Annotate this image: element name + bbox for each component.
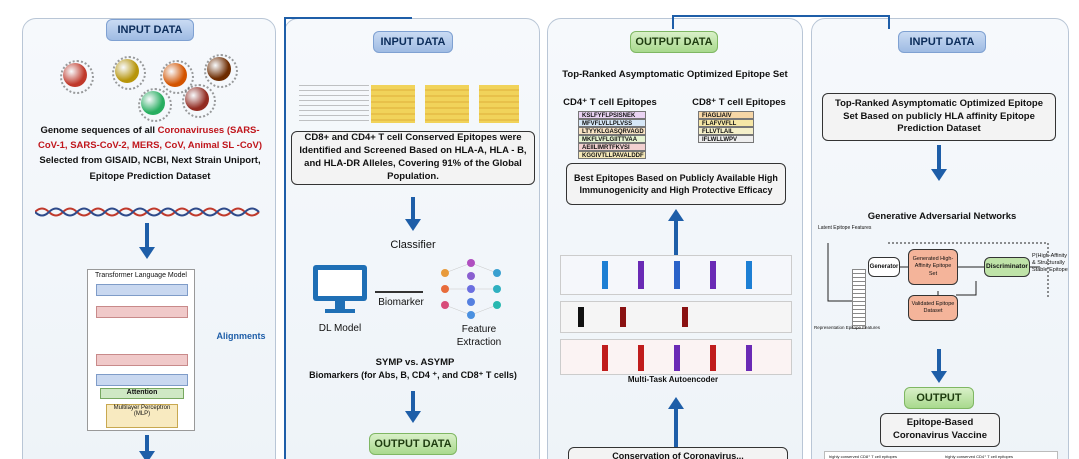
embedding-layer xyxy=(96,284,188,296)
transformer-title: Transformer Language Model xyxy=(95,272,187,279)
autoencoder-diagram xyxy=(560,255,792,377)
down-arrow xyxy=(931,349,947,383)
cd8-label: CD8⁺ T cell Epitopes xyxy=(692,97,786,108)
biomarker-label: Biomarker xyxy=(378,297,424,308)
alignments-label: Alignments xyxy=(216,331,266,341)
panel-input-genomes: INPUT DATA Genome sequences of all Coron… xyxy=(22,18,276,459)
genome-red: Coronaviruses xyxy=(157,125,225,136)
classifier-label: Classifier xyxy=(390,239,436,251)
connector-line xyxy=(672,15,674,29)
hidden-layer xyxy=(96,306,188,318)
autoencoder-label: Multi-Task Autoencoder xyxy=(627,375,719,384)
footer-right: highly conserved CD4⁺ T cell epitopes xyxy=(945,454,1013,459)
epitope-set-title: Top-Ranked Asymptomatic Optimized Epitop… xyxy=(562,69,788,80)
vaccine-box: Epitope-Based Coronavirus Vaccine xyxy=(880,413,1000,447)
feature-extraction-label: Feature Extraction xyxy=(456,324,502,348)
virus-cluster xyxy=(53,54,243,122)
generated-epitope-box: Generated High-Affinity Epitope Set xyxy=(908,249,958,285)
cd8-epitope: FLLVTLAIL xyxy=(698,127,754,135)
generator-box: Generator xyxy=(868,257,900,277)
dna-strand-icon xyxy=(35,207,260,217)
panel-conserved-epitopes: INPUT DATA CD8+ and CD4+ T cell Conserve… xyxy=(284,18,540,459)
output-data-pill: OUTPUT DATA xyxy=(369,433,457,455)
output-pill: OUTPUT xyxy=(904,387,974,409)
input-data-pill: INPUT DATA xyxy=(106,19,194,41)
genome-red-list: (SARS-CoV-1, SARS-CoV-2, MERS, CoV, Anim… xyxy=(38,125,262,152)
down-arrow xyxy=(405,197,421,231)
cd4-label: CD4⁺ T cell Epitopes xyxy=(563,97,657,108)
gan-title: Generative Adversarial Networks xyxy=(867,211,1017,222)
connector-line xyxy=(888,15,890,29)
cd4-epitope: KSLFYFLPSISNEK xyxy=(578,111,646,119)
connector-line xyxy=(284,17,412,19)
cd4-epitope: AEIILIMRTFKVSI xyxy=(578,143,646,151)
probability-label: P(High-Affinity & Structurally Stable Ep… xyxy=(1032,253,1069,274)
monitor-icon xyxy=(313,265,367,313)
conserved-epitopes-box: CD8+ and CD4+ T cell Conserved Epitopes … xyxy=(291,131,535,185)
top-ranked-box: Top-Ranked Asymptomatic Optimized Epitop… xyxy=(822,93,1056,141)
footer-left: highly conserved CD8⁺ T cell epitopes xyxy=(829,454,897,459)
neural-network-icon xyxy=(441,259,501,319)
cd4-epitope: MKFLVFLGIITTVAA xyxy=(578,135,646,143)
output-layer xyxy=(96,374,188,386)
cd4-epitope: LTYYKLGASQRVAGD xyxy=(578,127,646,135)
down-arrow xyxy=(931,145,947,181)
latent-stack xyxy=(852,269,866,329)
cd8-epitope: IFLWLLWPV xyxy=(698,135,754,143)
genome-description: Genome sequences of all Coronaviruses (S… xyxy=(37,123,263,184)
virus-icon xyxy=(204,54,238,88)
genome-line1: Genome sequences of all xyxy=(40,125,158,136)
cd4-epitope: MFVFLVLLPLVSS xyxy=(578,119,646,127)
virus-icon xyxy=(112,56,146,90)
hidden-layer xyxy=(96,354,188,366)
down-arrow xyxy=(405,391,421,423)
dl-model-label: DL Model xyxy=(318,323,362,334)
biomarker-arrow xyxy=(375,291,423,293)
connector-line xyxy=(284,18,286,459)
symp-title: SYMP vs. ASYMP xyxy=(375,357,455,368)
attention-block: Attention xyxy=(100,388,184,399)
best-epitopes-box: Best Epitopes Based on Publicly Availabl… xyxy=(566,163,786,205)
connector-line xyxy=(672,15,888,17)
virus-icon xyxy=(182,84,216,118)
genome-line3: Selected from GISAID, NCBI, Next Strain … xyxy=(39,155,261,182)
virus-icon xyxy=(60,60,94,94)
representation-label: Representation Epitope Features xyxy=(814,325,881,330)
latent-features-label: Latent Epitope Features xyxy=(818,225,872,231)
up-arrow xyxy=(668,397,684,447)
cd4-epitope: KGGIVTLLPAVALDDF xyxy=(578,151,646,159)
virus-icon xyxy=(138,88,172,122)
down-arrow xyxy=(139,223,155,259)
conservation-box: Conservation of Coronavirus... xyxy=(568,447,788,459)
mlp-block: Multilayer Perceptron (MLP) xyxy=(106,404,178,428)
input-data-pill: INPUT DATA xyxy=(898,31,986,53)
symp-biomarkers: Biomarkers (for Abs, B, CD4 ⁺, and CD8⁺ … xyxy=(309,370,517,380)
output-data-pill: OUTPUT DATA xyxy=(630,31,718,53)
gan-flow-lines xyxy=(827,242,1049,307)
footer-table: highly conserved CD8⁺ T cell epitopes hi… xyxy=(824,451,1058,459)
panel-gan-vaccine: INPUT DATA Top-Ranked Asymptomatic Optim… xyxy=(811,18,1069,459)
input-data-pill: INPUT DATA xyxy=(373,31,453,53)
cd8-epitope: FLAFVVFLL xyxy=(698,119,754,127)
transformer-diagram: Transformer Language Model Attention Mul… xyxy=(87,269,195,431)
up-arrow xyxy=(668,209,684,255)
down-arrow xyxy=(139,435,155,459)
virus-icon xyxy=(160,60,194,94)
alignment-sequences-image xyxy=(299,71,525,129)
panel-optimized-epitopes: OUTPUT DATA Top-Ranked Asymptomatic Opti… xyxy=(547,18,803,459)
discriminator-box: Discriminator xyxy=(984,257,1030,277)
cd8-epitope: FIAGLIAIV xyxy=(698,111,754,119)
validated-dataset-box: Validated Epitope Dataset xyxy=(908,295,958,321)
